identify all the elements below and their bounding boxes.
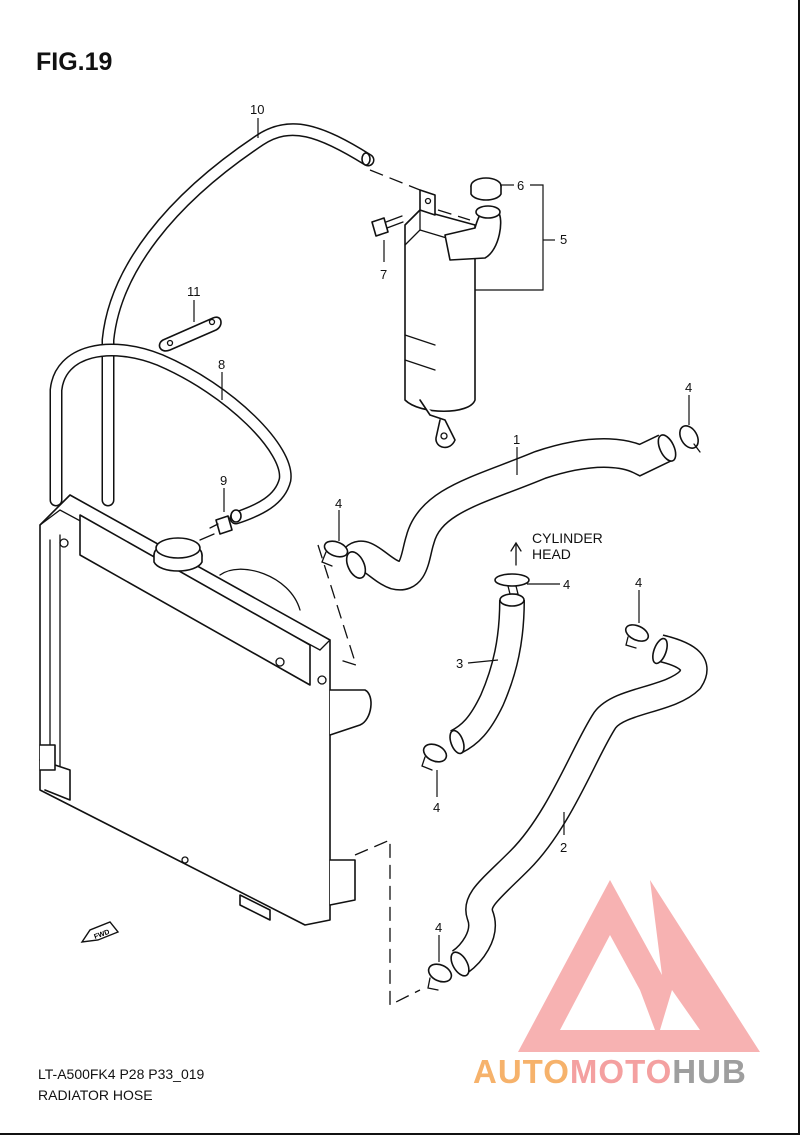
callout-10: 10 — [250, 102, 264, 117]
callout-1: 1 — [513, 432, 520, 447]
callout-5: 5 — [560, 232, 567, 247]
clamp-11 — [158, 316, 222, 352]
watermark-triangle-cutout-left — [560, 935, 655, 1030]
watermark-triangle-cutout-right — [660, 990, 700, 1030]
clamp-4-cylinder — [494, 573, 530, 595]
callout-2: 2 — [560, 840, 567, 855]
callout-4-hose3-lower: 4 — [433, 800, 440, 815]
hose-8 — [49, 343, 292, 525]
watermark-logo — [518, 880, 760, 1052]
hose-1 — [344, 434, 677, 591]
clamp-4-upper-right — [679, 425, 701, 453]
hose-10 — [101, 123, 375, 507]
cylinder-head-arrow — [510, 541, 522, 566]
clamp-4-upper-left — [321, 540, 349, 567]
reservoir-cap-6 — [470, 177, 502, 201]
reservoir-tank-5 — [404, 189, 502, 449]
fwd-arrow-icon: FWD — [80, 921, 120, 943]
watermark-text-hub: HUB — [672, 1053, 747, 1090]
cylinder-head-label-line1: CYLINDER — [532, 530, 603, 546]
cylinder-head-label-line2: HEAD — [532, 546, 571, 562]
callout-6: 6 — [517, 178, 524, 193]
callout-4-hose2-upper: 4 — [635, 575, 642, 590]
watermark-text-auto: AUTO — [473, 1053, 570, 1090]
callout-leaders — [193, 118, 690, 962]
hose-3 — [449, 593, 525, 755]
figure-title: FIG.19 — [36, 48, 113, 76]
callout-3: 3 — [456, 656, 463, 671]
connection-lines — [317, 169, 471, 1007]
callout-4-cylinder: 4 — [563, 577, 570, 592]
clamp-4-hose2-lower — [427, 963, 453, 991]
radiator — [39, 494, 372, 926]
bolt-7 — [371, 215, 404, 237]
hose-2 — [450, 634, 708, 977]
callout-4-hose2-lower: 4 — [435, 920, 442, 935]
diagram-name-label: RADIATOR HOSE — [38, 1087, 153, 1103]
diagram-code-label: LT-A500FK4 P28 P33_019 — [38, 1066, 205, 1082]
callout-9: 9 — [220, 473, 227, 488]
clamp-4-hose2-upper — [624, 624, 650, 649]
callout-7: 7 — [380, 267, 387, 282]
callout-4-upper-left: 4 — [335, 496, 342, 511]
watermark-text-moto: MOTO — [570, 1053, 672, 1090]
callout-4-upper-right: 4 — [685, 380, 692, 395]
callout-8: 8 — [218, 357, 225, 372]
clamp-4-hose3-lower — [421, 743, 448, 771]
watermark-text: AUTOMOTOHUB — [473, 1053, 747, 1090]
callout-11: 11 — [187, 284, 201, 299]
clip-9 — [209, 515, 233, 535]
